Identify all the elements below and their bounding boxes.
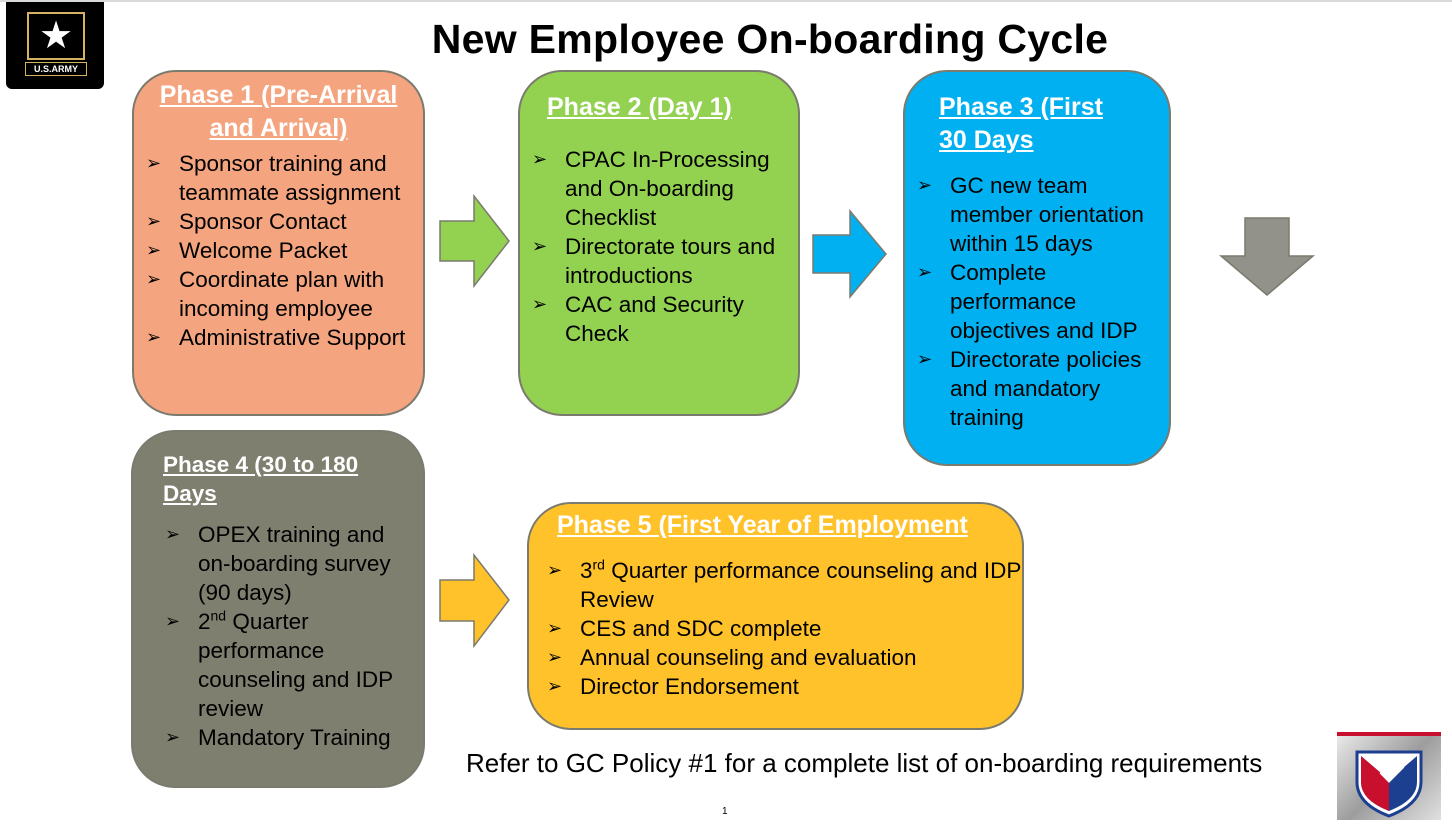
phase-5-box: Phase 5 (First Year of Employment ➢ 3rd Q… [527, 502, 1024, 730]
phase-2-item: ➢ Directorate tours and introductions [520, 232, 792, 290]
bullet-arrow-icon: ➢ [165, 611, 181, 631]
item-text: Complete performance objectives and IDP [950, 260, 1138, 343]
phase-3-heading: Phase 3 (First 30 Days [939, 93, 1103, 154]
shield-icon [1355, 750, 1423, 818]
bullet-arrow-icon: ➢ [165, 524, 181, 544]
phase-3-list: ➢ GC new team member orientation within 1… [905, 171, 1169, 432]
item-text: Coordinate plan with incoming employee [179, 267, 385, 321]
phase-3-item: ➢ GC new team member orientation within 1… [905, 171, 1165, 258]
item-text: CPAC In-Processing and On-boarding Check… [565, 147, 770, 230]
phase-1-list: ➢ Sponsor training and teammate assignmen… [134, 149, 423, 352]
arrow-down-gray [1218, 217, 1316, 296]
item-text: Welcome Packet [179, 238, 348, 263]
phase-5-heading: Phase 5 (First Year of Employment [557, 511, 968, 539]
item-text: Administrative Support [179, 325, 406, 350]
item-text: Sponsor training and teammate assignment [179, 151, 401, 205]
item-text: Mandatory Training [198, 725, 391, 750]
bullet-arrow-icon: ➢ [547, 676, 563, 696]
phase-1-item: ➢ Sponsor Contact [134, 207, 417, 236]
phase-5-item: ➢ Annual counseling and evaluation [535, 643, 1022, 672]
phase-2-item: ➢ CPAC In-Processing and On-boarding Chec… [520, 145, 792, 232]
phase-5-list: ➢ 3rd Quarter performance counseling and … [529, 556, 1022, 701]
item-text: Annual counseling and evaluation [580, 645, 917, 670]
item-text: OPEX training and on-boarding survey (90… [198, 522, 391, 605]
phase-4-item: ➢ 2nd Quarter performance counseling and … [153, 607, 413, 723]
bullet-arrow-icon: ➢ [917, 175, 933, 195]
arrow-right-yellow [439, 553, 510, 649]
top-rule [0, 0, 1452, 2]
us-army-logo: ★ U.S.ARMY [6, 2, 104, 89]
item-text: CAC and Security Check [565, 292, 744, 346]
phase-2-item: ➢ CAC and Security Check [520, 290, 792, 348]
arrow-right-green [439, 194, 510, 288]
phase-2-heading: Phase 2 (Day 1) [547, 93, 732, 121]
ordinal-suffix: rd [592, 556, 605, 573]
phase-1-item: ➢ Administrative Support [134, 323, 417, 352]
item-text: Directorate tours and introductions [565, 234, 776, 288]
item-text: 3 [580, 558, 593, 583]
bullet-arrow-icon: ➢ [146, 269, 162, 289]
bullet-arrow-icon: ➢ [547, 647, 563, 667]
item-text: 2 [198, 609, 211, 634]
bullet-arrow-icon: ➢ [917, 349, 933, 369]
bullet-arrow-icon: ➢ [532, 149, 548, 169]
item-text: Sponsor Contact [179, 209, 347, 234]
bullet-arrow-icon: ➢ [532, 236, 548, 256]
bullet-arrow-icon: ➢ [917, 262, 933, 282]
item-text: Quarter performance counseling and IDP r… [198, 609, 393, 721]
bullet-arrow-icon: ➢ [146, 240, 162, 260]
bullet-arrow-icon: ➢ [146, 327, 162, 347]
phase-3-item: ➢ Complete performance objectives and IDP [905, 258, 1165, 345]
phase-4-item: ➢ OPEX training and on-boarding survey (9… [153, 520, 413, 607]
bullet-arrow-icon: ➢ [532, 294, 548, 314]
ordinal-suffix: nd [210, 607, 227, 624]
phase-2-box: Phase 2 (Day 1) ➢ CPAC In-Processing and … [518, 70, 800, 416]
item-text: GC new team member orientation within 15… [950, 173, 1144, 256]
item-text: Quarter performance counseling and IDP R… [580, 558, 1022, 612]
page-title: New Employee On-boarding Cycle [431, 16, 1109, 62]
amc-shield-logo [1337, 732, 1441, 820]
bullet-arrow-icon: ➢ [547, 560, 563, 580]
phase-5-item: ➢ Director Endorsement [535, 672, 1022, 701]
phase-1-item: ➢ Sponsor training and teammate assignmen… [134, 149, 417, 207]
phase-4-item: ➢ Mandatory Training [153, 723, 413, 752]
phase-5-item: ➢ CES and SDC complete [535, 614, 1022, 643]
item-text: CES and SDC complete [580, 616, 822, 641]
bullet-arrow-icon: ➢ [146, 153, 162, 173]
phase-3-box: Phase 3 (First 30 Days ➢ GC new team memb… [903, 70, 1171, 466]
bullet-arrow-icon: ➢ [547, 618, 563, 638]
phase-4-box: Phase 4 (30 to 180 Days ➢ OPEX training a… [131, 430, 425, 788]
phase-5-item: ➢ 3rd Quarter performance counseling and … [535, 556, 1022, 614]
star-icon: ★ [38, 15, 74, 57]
phase-4-list: ➢ OPEX training and on-boarding survey (9… [133, 520, 423, 752]
phase-1-heading: Phase 1 (Pre-Arrival and Arrival) [159, 81, 398, 142]
bullet-arrow-icon: ➢ [146, 211, 162, 231]
phase-1-item: ➢ Coordinate plan with incoming employee [134, 265, 417, 323]
footer-note: Refer to GC Policy #1 for a complete lis… [466, 748, 1263, 778]
phase-4-heading: Phase 4 (30 to 180 Days [163, 452, 359, 506]
page-number: 1 [722, 806, 728, 817]
item-text: Directorate policies and mandatory train… [950, 347, 1142, 430]
phase-1-box: Phase 1 (Pre-Arrival and Arrival) ➢ Spons… [132, 70, 425, 416]
phase-1-item: ➢ Welcome Packet [134, 236, 417, 265]
phase-2-list: ➢ CPAC In-Processing and On-boarding Chec… [520, 145, 798, 348]
bullet-arrow-icon: ➢ [165, 727, 181, 747]
item-text: Director Endorsement [580, 674, 799, 699]
star-frame: ★ [27, 12, 85, 60]
army-logo-text: U.S.ARMY [25, 62, 87, 76]
phase-3-item: ➢ Directorate policies and mandatory trai… [905, 345, 1165, 432]
arrow-right-blue [812, 209, 887, 299]
